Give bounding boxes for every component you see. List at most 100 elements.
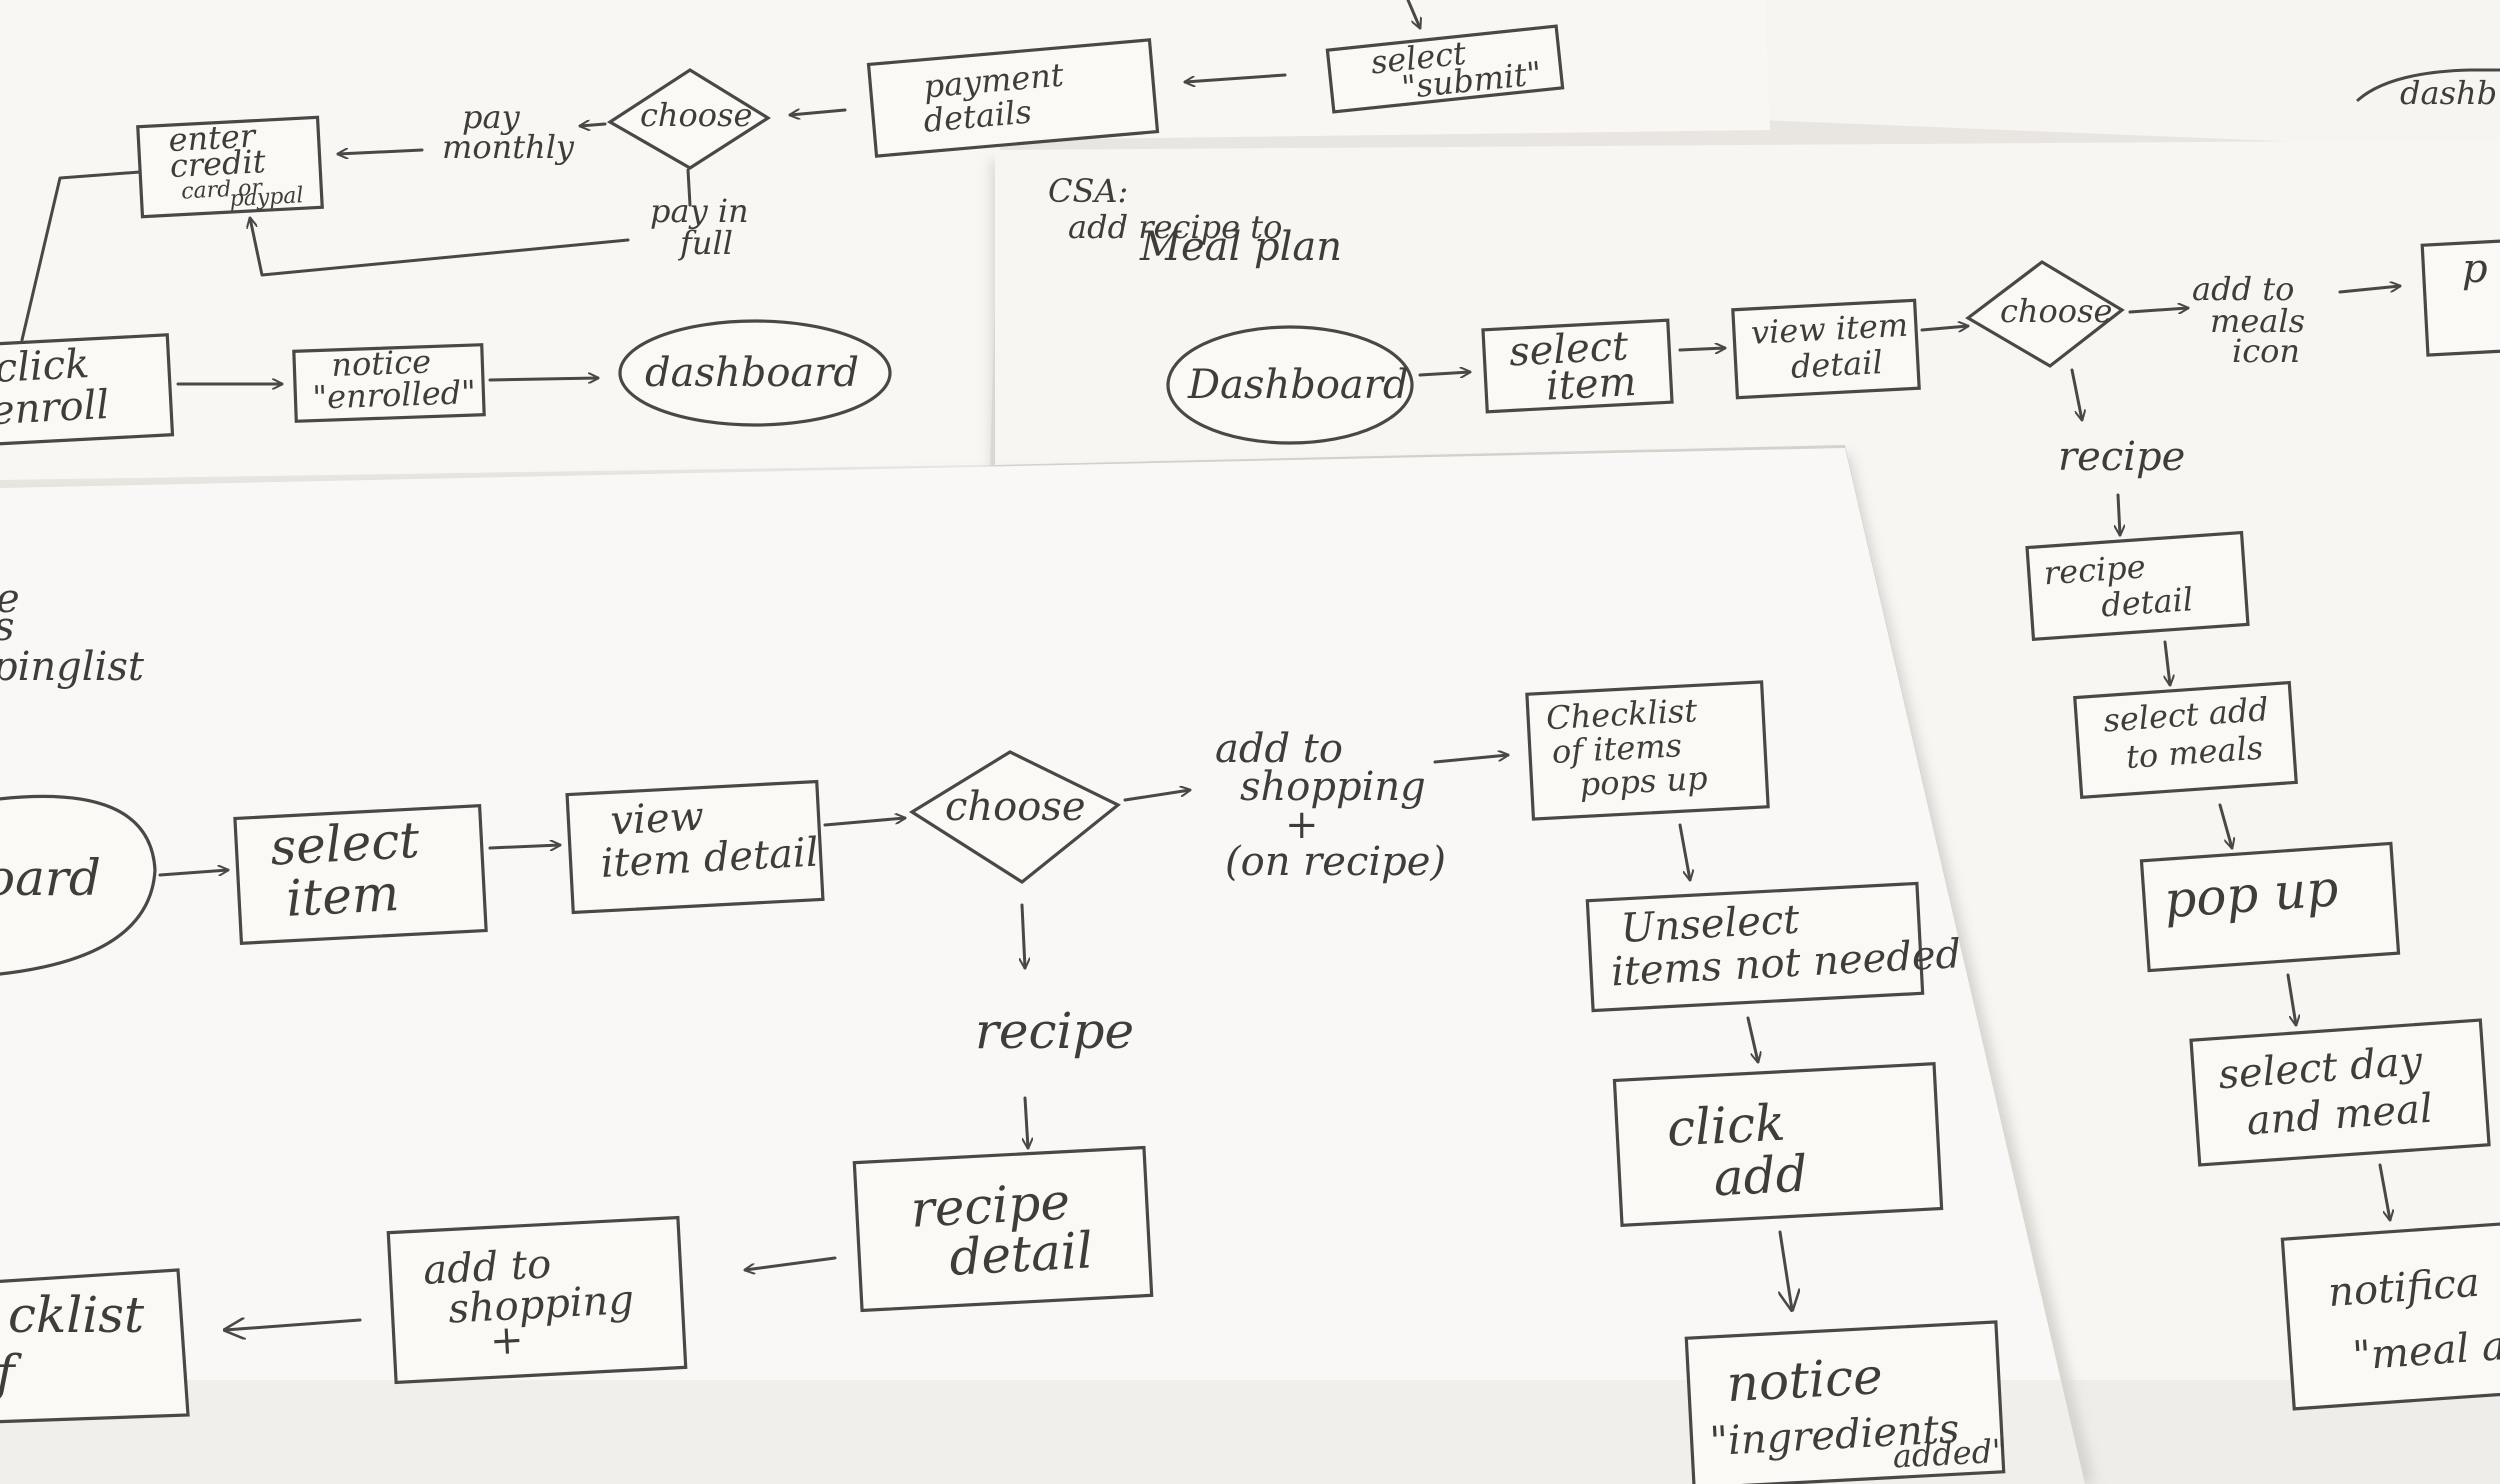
notice-ingredients-label-1: notice (1725, 1347, 1884, 1413)
notice-enrolled-label-1: notice (331, 343, 432, 384)
sheet-right-corner (1745, 0, 2500, 150)
select-item-box-middle (1481, 318, 1674, 414)
arrow-popup-to-select-day (2286, 973, 2296, 1025)
dashboard-partial-label: dashb (2400, 74, 2497, 112)
select-item-box-front (233, 803, 488, 945)
partial-box-label: p (2462, 246, 2488, 292)
line-credit-down (20, 170, 142, 342)
flow-right-corner: dashb (2356, 68, 2500, 112)
add-to-meals-icon-1: add to (2192, 270, 2294, 308)
arrow-recipe-to-detail-front (1025, 1096, 1028, 1150)
add-to-shopping-box (386, 1215, 688, 1385)
arrow-dash-to-select-front (158, 870, 230, 877)
choose-diamond-top (606, 68, 772, 170)
checklist-label-1: Checklist (1545, 691, 1698, 737)
middle-heading-3: Meal plan (1139, 224, 1342, 270)
payment-details-label-2: details (922, 93, 1033, 140)
arrow-detail-to-select-add (2165, 640, 2170, 685)
pay-in-full-label-1: pay in (650, 192, 749, 230)
view-item-detail-box-middle (1731, 298, 1921, 400)
pay-in-full-label-2: full (678, 224, 733, 262)
unselect-label-1: Unselect (1620, 897, 1802, 952)
choose-diamond-middle (1965, 260, 2125, 368)
select-item-front-2: item (285, 864, 401, 928)
sheet-middle (995, 140, 2500, 1484)
arrow-payment-to-choose (788, 108, 847, 115)
dashboard-oval-middle (1166, 325, 1414, 445)
arrow-add-shopping-to-checklist (1433, 755, 1510, 764)
pop-up-box (2139, 841, 2401, 973)
dashboard-label-top: dashboard (645, 350, 859, 396)
pay-monthly-label-2: monthly (442, 128, 575, 166)
flow-add-recipe-to-meal-plan: CSA: add recipe to Meal plan Dashboard s… (1048, 172, 2500, 1411)
enter-credit-label-4: paypal (229, 183, 304, 212)
checklist-label-3: pops up (1579, 759, 1709, 804)
arrow-choose-to-recipe-front (1022, 903, 1025, 970)
recipe-detail-middle-1: recipe (2043, 547, 2147, 592)
notice-enrolled-box (292, 343, 486, 423)
recipe-detail-front-1: recipe (909, 1173, 1071, 1239)
click-enroll-box (0, 333, 175, 447)
click-add-box (1612, 1062, 1944, 1227)
view-item-detail-front-2: item detail (600, 830, 820, 887)
recipe-detail-middle-2: detail (2100, 580, 2194, 624)
partial-box-middle (2420, 237, 2500, 357)
arrow-detail-to-add-shopping (745, 1256, 837, 1270)
arrow-view-to-choose-middle (1920, 326, 1970, 330)
click-enroll-label-1: click (0, 341, 91, 392)
front-heading-3: pinglist (0, 644, 145, 690)
dashboard-label-front: oard (0, 849, 101, 907)
click-add-label-1: click (1666, 1094, 1787, 1158)
pop-up-label: pop up (2162, 859, 2340, 929)
click-enroll-label-2: enroll (0, 382, 110, 434)
arrow-checklist-to-unselect (1678, 823, 1690, 880)
arrow-select-to-view-front (488, 845, 562, 848)
arrow-monthly-to-credit (336, 150, 424, 154)
enter-credit-label-1: enter (168, 117, 258, 160)
dashboard-label-middle: Dashboard (1187, 362, 1408, 408)
notice-enrolled-label-2: "enrolled" (312, 373, 477, 417)
select-add-to-meals-box (2073, 680, 2298, 800)
view-item-detail-middle-2: detail (1790, 343, 1884, 386)
arrow-into-submit (1406, 0, 1420, 28)
arrow-choose-to-meals-icon (2128, 308, 2190, 312)
flow-enroll: select "submit" payment details choose p… (0, 0, 1565, 447)
notice-ingredients-label-3: added" (1892, 1432, 2008, 1476)
select-item-middle-1: select (1508, 323, 1630, 375)
arrow-select-to-view-middle (1678, 348, 1727, 350)
front-heading-1: e (0, 576, 20, 622)
front-heading-2: s (0, 604, 15, 650)
add-to-shopping-plus-1: add to (422, 1241, 552, 1294)
arrow-dash-to-select (1418, 372, 1472, 375)
select-submit-box (1325, 24, 1565, 114)
dashboard-oval-top (618, 319, 892, 427)
add-to-meals-icon-2: meals (2210, 302, 2305, 340)
arrow-click-add-to-notice (1780, 1230, 1792, 1310)
add-to-shopping-front-1: add to (1215, 726, 1343, 772)
notification-box (2280, 1219, 2500, 1411)
view-item-detail-middle-1: view item (1750, 306, 1909, 352)
arrow-full-to-credit (250, 218, 630, 277)
choose-label-middle: choose (2000, 292, 2112, 330)
arrow-submit-to-payment (1183, 73, 1287, 82)
arrow-select-day-to-notification (2378, 1163, 2390, 1220)
add-to-shopping-plus-3: + (489, 1317, 525, 1365)
middle-heading-1: CSA: (1048, 172, 1128, 210)
arrow-recipe-to-detail-middle (2118, 493, 2120, 537)
add-to-shopping-front-3: + (1285, 802, 1319, 848)
checklist-partial-label-1: cklist (8, 1286, 145, 1344)
payment-details-box (866, 38, 1160, 158)
checklist-label-2: of items (1551, 726, 1683, 771)
arrow-add-shopping-to-checklist-partial (225, 1320, 362, 1330)
flow-add-to-shopping-list: e s pinglist oard select item view item … (0, 576, 2008, 1484)
add-to-meals-icon-3: icon (2232, 332, 2300, 370)
dashboard-oval-front (0, 794, 157, 976)
middle-heading-2: add recipe to (1068, 208, 1282, 246)
arrow-select-add-to-popup (2218, 803, 2232, 848)
notice-ingredients-box (1684, 1320, 2006, 1484)
dashboard-oval-partial (2356, 68, 2500, 102)
line-choose-to-full (686, 168, 692, 207)
recipe-label-front: recipe (975, 1002, 1134, 1060)
checklist-partial-box (0, 1268, 190, 1424)
arrow-view-to-choose-front (823, 818, 907, 827)
